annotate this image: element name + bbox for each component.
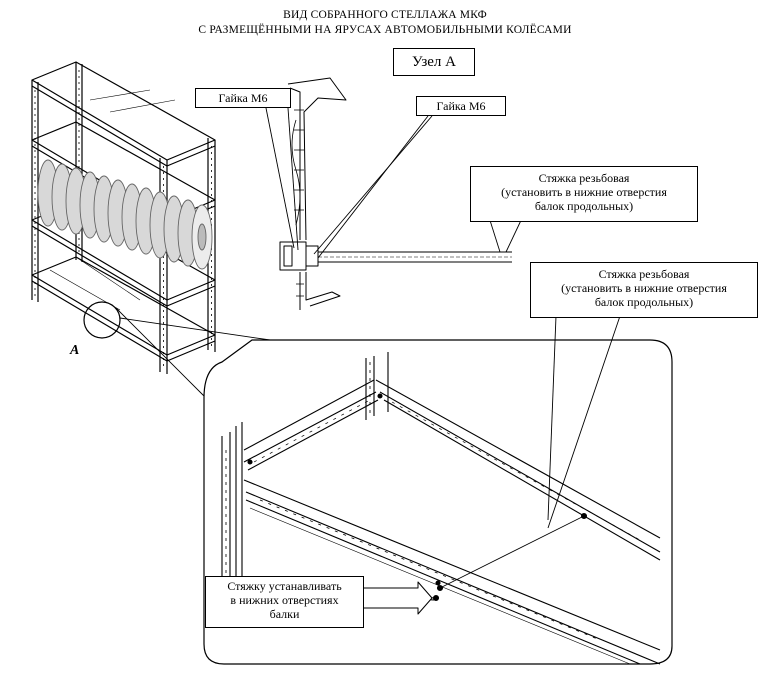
detail-view [221,352,661,665]
callout-install-note: Стяжку устанавливать в нижних отверстиях… [205,576,364,628]
detail-marker-a: A [70,343,80,358]
title-line-2: С РАЗМЕЩЁННЫМИ НА ЯРУСАХ АВТОМОБИЛЬНЫМИ … [198,24,572,36]
callout-install-line1: Стяжку устанавливать [227,579,342,593]
callout-nut-right: Гайка М6 [416,96,506,116]
upright-back-left [31,80,39,302]
callout-tie-top-line1: Стяжка резьбовая [538,171,630,185]
callout-tie-mid-line1: Стяжка резьбовая [598,267,690,281]
callout-tie-mid-line3: балок продольных) [594,295,694,309]
tire-stack [37,159,213,270]
callout-tie-top-line2: (установить в нижние отверстия [501,185,667,199]
detail-circle [83,301,121,339]
callout-tie-top-line3: балок продольных) [534,199,634,213]
callout-tie-rod-top: Стяжка резьбовая (установить в нижние от… [470,166,698,222]
shelving-rack [31,61,216,374]
shelf-bottom [31,256,216,362]
callout-install-line2: в нижних отверстиях [230,593,339,607]
title-line-1: ВИД СОБРАННОГО СТЕЛЛАЖА МКФ [283,9,487,21]
callout-tie-mid-line2: (установить в нижние отверстия [561,281,727,295]
detail-frame [203,339,673,665]
node-a-label: Узел А [393,48,475,76]
shelf-top [31,61,216,167]
callout-nut-left: Гайка М6 [195,88,291,108]
callout-install-line3: балки [269,607,300,621]
callout-tie-rod-middle: Стяжка резьбовая (установить в нижние от… [530,262,758,318]
